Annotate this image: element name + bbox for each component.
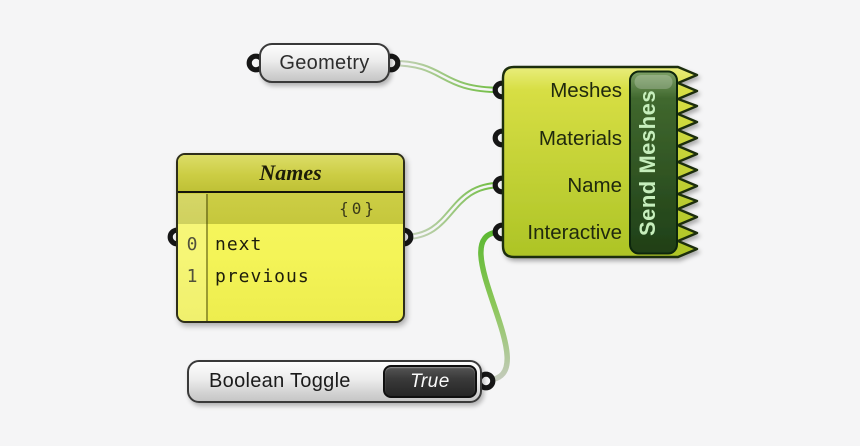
names-panel-header: Names <box>178 155 403 193</box>
name-bar-gloss <box>634 75 673 89</box>
row-text: previous <box>215 265 310 287</box>
input-label-name: Name <box>567 174 622 197</box>
row-text: next <box>215 233 263 255</box>
send-meshes-name-bar[interactable] <box>629 70 678 255</box>
names-panel-path-row: {0} <box>178 193 403 224</box>
input-label-materials: Materials <box>539 127 622 150</box>
input-label-meshes: Meshes <box>550 79 622 102</box>
names-panel[interactable]: Names {0} 0 next 1 previous <box>176 153 405 323</box>
boolean-toggle-value-button[interactable]: True <box>383 365 477 398</box>
boolean-toggle-label: Boolean Toggle <box>209 370 351 392</box>
names-panel-title: Names <box>259 160 322 185</box>
panel-row: 1 previous <box>178 260 403 292</box>
names-panel-body[interactable]: 0 next 1 previous <box>178 224 403 321</box>
row-index: 1 <box>186 265 198 287</box>
row-index: 0 <box>186 233 198 255</box>
boolean-toggle-value: True <box>410 370 450 392</box>
wire-names-to-name[interactable] <box>400 181 505 241</box>
wire-toggle-to-interactive[interactable] <box>478 229 510 383</box>
geometry-param-node[interactable]: Geometry <box>259 43 390 83</box>
panel-row: 0 next <box>178 228 403 260</box>
boolean-toggle-node[interactable]: Boolean Toggle True <box>187 360 482 403</box>
names-panel-path-tag: {0} <box>339 199 377 218</box>
geometry-param-label: Geometry <box>279 51 370 74</box>
wire-geometry-to-meshes[interactable] <box>387 59 505 94</box>
send-meshes-title: Send Meshes <box>635 90 660 236</box>
input-label-interactive: Interactive <box>527 221 622 244</box>
